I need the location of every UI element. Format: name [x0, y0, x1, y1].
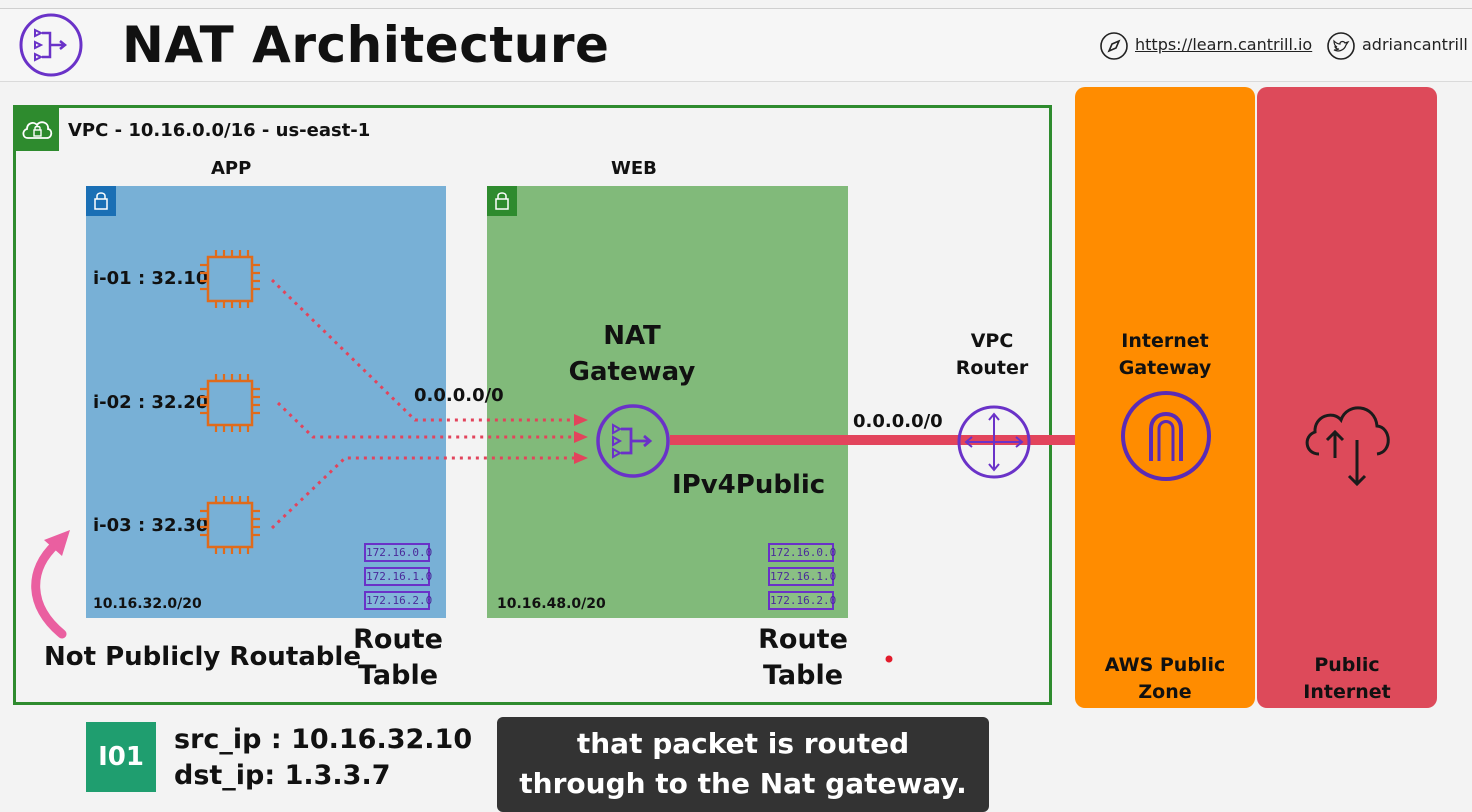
ec2-instance-icon[interactable]	[200, 250, 262, 308]
twitter-icon	[1327, 32, 1355, 60]
igw-title-line1: Internet	[1121, 330, 1209, 352]
vpc-label: VPC - 10.16.0.0/16 - us-east-1	[68, 120, 371, 141]
app-subnet-label: APP	[211, 158, 252, 179]
zone-line1: AWS Public	[1104, 654, 1226, 676]
header-bar	[0, 8, 1472, 82]
app-route-label: 0.0.0.0/0	[414, 385, 504, 406]
router-title-line2: Router	[955, 357, 1029, 379]
vpc-router-title: VPC Router	[942, 328, 1042, 382]
web-subnet-label: WEB	[611, 158, 657, 179]
web-subnet	[487, 186, 848, 618]
public-subnet-lock-icon	[487, 186, 517, 216]
public-internet-zone	[1257, 87, 1437, 708]
web-route-table-label: Route Table	[753, 622, 853, 694]
instance-label-1: i-01 : 32.10	[93, 268, 209, 289]
app-route-table-label: Route Table	[348, 622, 448, 694]
igw-title-line2: Gateway	[1118, 357, 1212, 379]
app-subnet	[86, 186, 446, 618]
public-internet-line1: Public	[1314, 654, 1380, 676]
nat-title-line1: NAT	[603, 321, 661, 351]
vpc-container	[13, 105, 1052, 705]
compass-icon	[1100, 32, 1128, 60]
aws-public-zone-label: AWS Public Zone	[1075, 652, 1255, 706]
route-entry: 172.16.0.0	[364, 543, 432, 562]
page-title: NAT Architecture	[122, 16, 610, 74]
nat-public-ip-label: IPv4Public	[672, 470, 826, 500]
vpc-router-icon[interactable]	[956, 404, 1032, 480]
ec2-instance-icon[interactable]	[200, 374, 262, 432]
cloud-lock-icon	[22, 121, 53, 139]
public-internet-line2: Internet	[1303, 681, 1391, 703]
instance-label-3: i-03 : 32.30	[93, 515, 209, 536]
cloud-upload-download-icon	[1305, 406, 1390, 487]
nat-gateway-logo-icon	[19, 13, 83, 77]
zone-line2: Zone	[1138, 681, 1192, 703]
nat-gateway-icon[interactable]	[594, 402, 672, 480]
router-title-line1: VPC	[970, 330, 1014, 352]
nat-gateway-title: NAT Gateway	[552, 318, 712, 390]
twitter-handle[interactable]: adriancantrill	[1362, 35, 1468, 54]
vpc-badge	[15, 107, 59, 151]
packet-src-ip: src_ip : 10.16.32.10	[174, 724, 473, 755]
public-internet-label: Public Internet	[1257, 652, 1437, 706]
caption-line2: through to the Nat gateway.	[519, 767, 967, 800]
not-publicly-routable-note: Not Publicly Routable	[44, 642, 361, 672]
route-table-line2: Table	[762, 660, 844, 691]
subtitle-caption: that packet is routed through to the Nat…	[497, 717, 989, 812]
nat-title-line2: Gateway	[568, 357, 696, 387]
ec2-instance-icon[interactable]	[200, 496, 262, 554]
web-subnet-cidr: 10.16.48.0/20	[497, 596, 606, 612]
route-entry: 172.16.1.0	[768, 567, 836, 586]
route-table-line2: Table	[357, 660, 439, 691]
aws-public-zone	[1075, 87, 1255, 708]
route-entry: 172.16.2.0	[364, 591, 432, 610]
instance-label-2: i-02 : 32.20	[93, 392, 209, 413]
packet-source-badge: I01	[86, 722, 156, 792]
route-table-line1: Route	[353, 624, 443, 655]
caption-line1: that packet is routed	[576, 727, 910, 760]
website-link[interactable]: https://learn.cantrill.io	[1135, 35, 1313, 54]
route-table-line1: Route	[758, 624, 848, 655]
app-subnet-cidr: 10.16.32.0/20	[93, 596, 202, 612]
route-entry: 172.16.1.0	[364, 567, 432, 586]
internet-gateway-icon[interactable]	[1119, 389, 1213, 483]
packet-dst-ip: dst_ip: 1.3.3.7	[174, 760, 391, 791]
private-subnet-lock-icon	[86, 186, 116, 216]
igw-title: Internet Gateway	[1075, 328, 1255, 382]
route-entry: 172.16.2.0	[768, 591, 836, 610]
router-route-label: 0.0.0.0/0	[853, 411, 943, 432]
route-entry: 172.16.0.0	[768, 543, 836, 562]
